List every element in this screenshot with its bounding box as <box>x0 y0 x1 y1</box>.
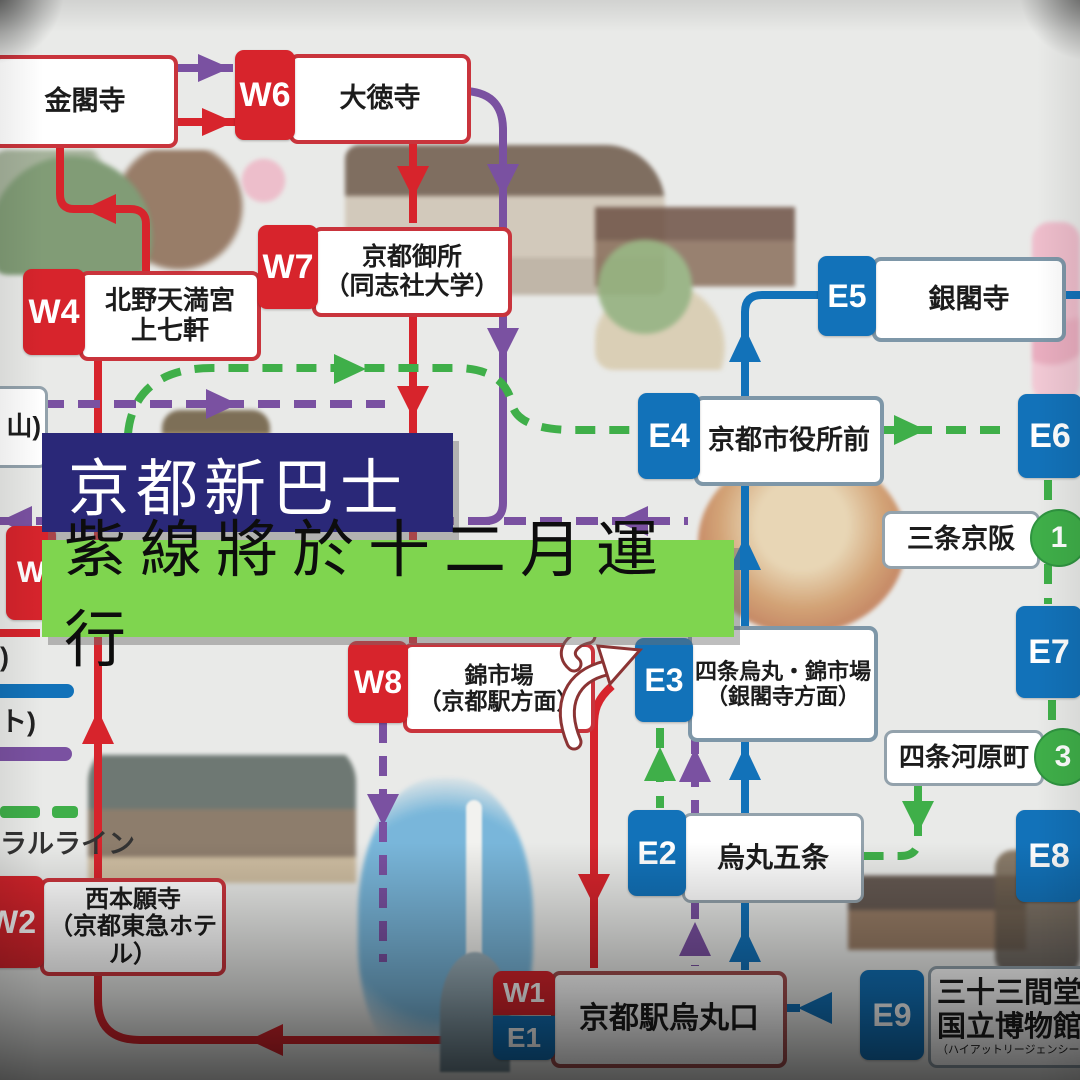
caption-subtitle-banner: 紫線將於十二月運行 <box>42 516 734 675</box>
caption-subtitle-text: 紫線將於十二月運行 <box>64 515 673 675</box>
